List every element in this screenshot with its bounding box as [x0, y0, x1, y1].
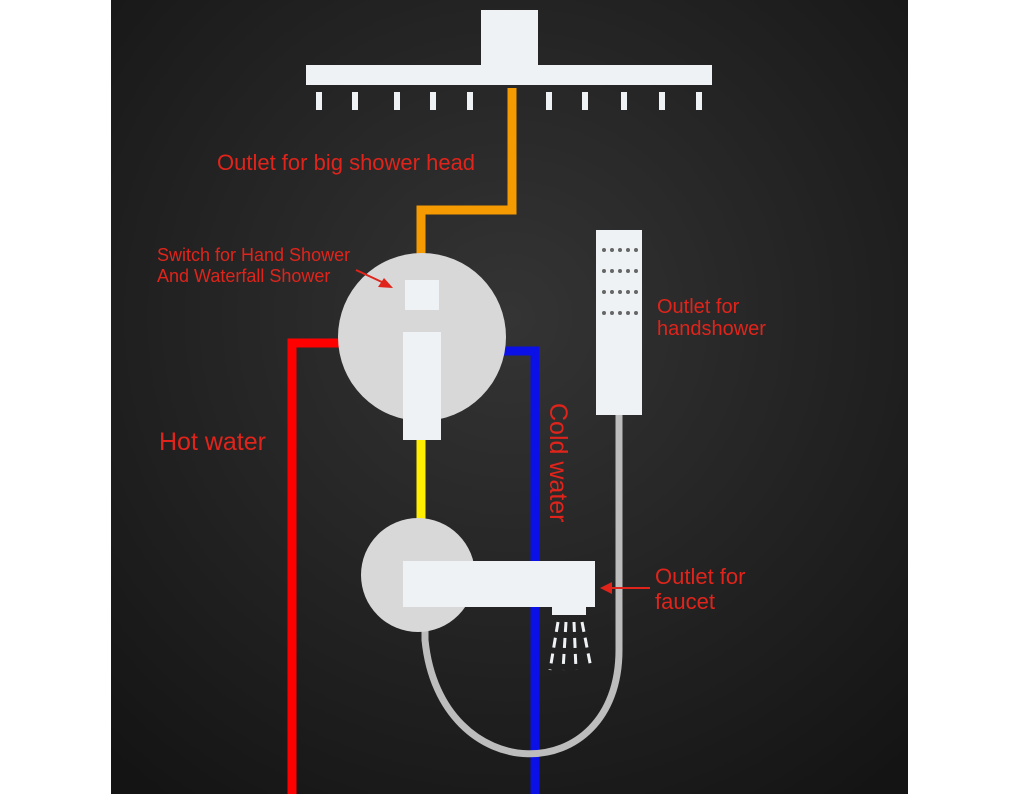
nozzle — [546, 92, 552, 110]
handshower-outlet-label-line2: handshower — [657, 318, 766, 340]
nozzle — [582, 92, 588, 110]
hand-shower-nozzles — [602, 248, 638, 315]
cold-water-pipe — [503, 346, 540, 794]
faucet-outlet-label-line1: Outlet for — [655, 564, 745, 589]
hand-shower-nozzle — [602, 269, 606, 273]
switch-pointer-arrow — [355, 269, 393, 288]
hand-shower-nozzle — [626, 311, 630, 315]
diverter-handle — [403, 332, 441, 440]
hand-shower-nozzle — [626, 248, 630, 252]
hot-water-pipe — [287, 338, 342, 794]
faucet-pointer-arrow — [600, 582, 650, 594]
nozzle — [316, 92, 322, 110]
nozzle — [467, 92, 473, 110]
nozzle — [621, 92, 627, 110]
hand-shower-nozzle — [618, 248, 622, 252]
nozzle — [696, 92, 702, 110]
faucet-mixer — [361, 518, 595, 671]
shower-head-plate — [306, 65, 712, 85]
switch-label-line1: Switch for Hand Shower — [157, 245, 350, 265]
hand-shower-nozzle — [610, 290, 614, 294]
faucet-spout — [403, 561, 595, 607]
nozzle — [352, 92, 358, 110]
diverter-knob — [405, 280, 439, 310]
hot-water-label: Hot water — [159, 428, 266, 456]
nozzle — [394, 92, 400, 110]
shower-arm — [481, 10, 538, 67]
faucet-water-stream — [548, 621, 593, 671]
hand-shower-nozzle — [626, 269, 630, 273]
hand-shower-nozzle — [618, 311, 622, 315]
diverter-valve — [338, 253, 506, 440]
hand-shower-nozzle — [602, 248, 606, 252]
hand-shower-nozzle — [602, 311, 606, 315]
hand-shower-nozzle — [618, 269, 622, 273]
big-shower-head — [306, 10, 712, 110]
nozzle — [659, 92, 665, 110]
hand-shower-nozzle — [634, 290, 638, 294]
hand-shower-nozzle — [634, 269, 638, 273]
hand-shower-nozzle — [610, 269, 614, 273]
faucet-aerator — [552, 607, 586, 615]
shower-head-pipe — [416, 88, 517, 258]
hand-shower-nozzle — [618, 290, 622, 294]
faucet-outlet-label-line2: faucet — [655, 589, 715, 614]
handshower-outlet-label-line1: Outlet for — [657, 296, 740, 318]
hand-shower — [596, 230, 642, 415]
shower-nozzles — [316, 92, 702, 110]
big-shower-outlet-label: Outlet for big shower head — [217, 150, 475, 175]
hand-shower-nozzle — [610, 248, 614, 252]
hand-shower-nozzle — [634, 311, 638, 315]
switch-label-line2: And Waterfall Shower — [157, 266, 330, 286]
hand-shower-head — [596, 230, 642, 415]
nozzle — [430, 92, 436, 110]
hand-shower-nozzle — [626, 290, 630, 294]
hand-shower-hose — [421, 415, 623, 758]
hand-shower-nozzle — [634, 248, 638, 252]
hand-shower-nozzle — [602, 290, 606, 294]
cold-water-label: Cold water — [544, 403, 572, 523]
hand-shower-nozzle — [610, 311, 614, 315]
